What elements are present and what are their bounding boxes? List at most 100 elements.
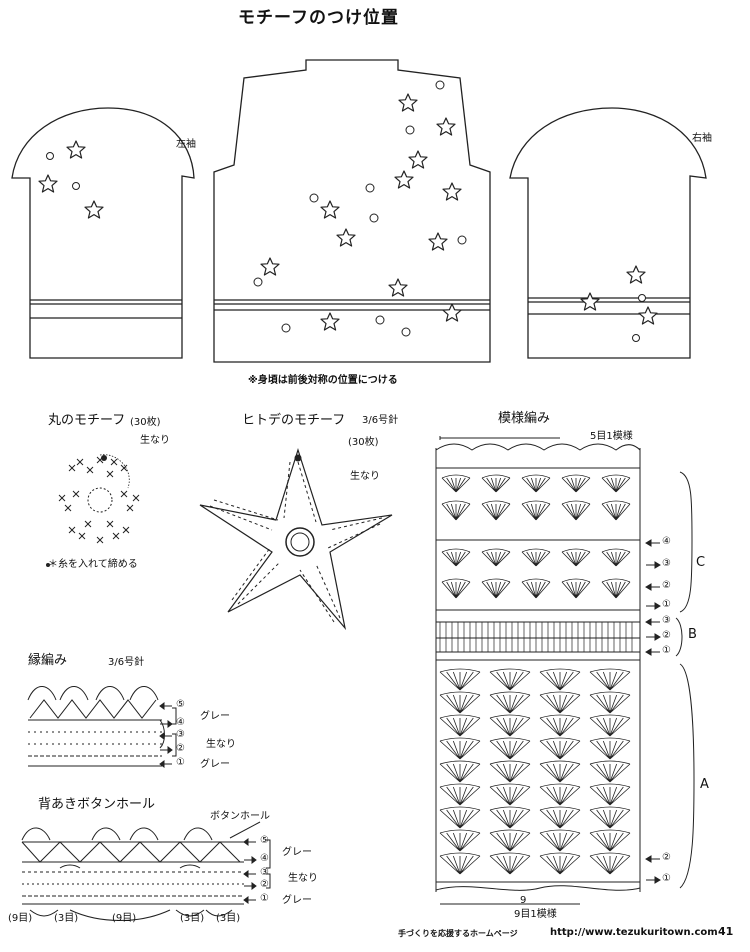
stitch-arc	[489, 737, 531, 742]
pattern-c-row-3: ③	[662, 558, 671, 569]
stitch-fan	[489, 740, 531, 760]
stitch-fan	[589, 786, 631, 806]
stitch-arc	[561, 474, 591, 479]
stitch-arc	[481, 500, 511, 505]
stitch-fan	[589, 855, 631, 875]
stitch-fan	[439, 855, 481, 875]
stitch-fan	[601, 581, 631, 599]
round-motif-count: (30枚)	[130, 417, 161, 428]
stitch-arc	[441, 548, 471, 553]
pattern-b-row-3: ③	[662, 615, 671, 626]
stitch-fan	[489, 809, 531, 829]
pattern-fans-c	[441, 474, 631, 599]
pattern-a-row-1: ①	[662, 873, 671, 884]
round-motif-note: ＊糸を入れて締める	[48, 559, 138, 570]
stitch-arc	[439, 714, 481, 719]
stitch-fan	[539, 855, 581, 875]
stitch-fan	[489, 786, 531, 806]
edging-color-mid: 生なり	[206, 739, 236, 750]
right-sleeve-piece	[509, 107, 707, 359]
section-brackets	[439, 436, 695, 905]
starfish-motif-chart	[199, 448, 393, 631]
stitch-arc	[439, 691, 481, 696]
stitch-arc	[561, 578, 591, 583]
stitch-fan	[481, 581, 511, 599]
stitch-arc	[439, 737, 481, 742]
stitch-fan	[489, 763, 531, 783]
section-c-label: C	[696, 555, 706, 570]
stitch-arc	[601, 548, 631, 553]
round-motif-yarn: 生なり	[140, 435, 170, 446]
pattern-repeat-top: 5目1模様	[590, 431, 633, 442]
buttonhole-row-4: ④	[260, 853, 269, 864]
pattern-fans-a	[439, 668, 631, 875]
right-sleeve-label: 右袖	[692, 133, 712, 144]
edging-row-3: ③	[176, 729, 185, 740]
stitch-arc	[589, 852, 631, 857]
stitch-fan	[589, 694, 631, 714]
stitch-arc	[439, 760, 481, 765]
edging-row-2: ②	[176, 743, 185, 754]
buttonhole-label: ボタンホール	[210, 811, 270, 822]
stitch-fan	[589, 763, 631, 783]
stitch-fan	[441, 581, 471, 599]
stitch-arc	[439, 806, 481, 811]
stitch-fan	[601, 551, 631, 567]
stitch-fan	[489, 717, 531, 737]
edging-color-bottom: グレー	[200, 759, 230, 770]
stitch-arc	[489, 852, 531, 857]
left-sleeve-label: 左袖	[176, 139, 196, 150]
buttonhole-row-3: ③	[260, 867, 269, 878]
pattern-ticks-b	[439, 622, 633, 652]
stitch-arc	[489, 714, 531, 719]
edging-needle: 3/6号針	[108, 657, 145, 668]
stitch-fan	[539, 694, 581, 714]
stitch-arc	[441, 578, 471, 583]
left-sleeve-motifs	[38, 140, 104, 219]
buttonhole-color-mid: 生なり	[288, 873, 318, 884]
stitch-arc	[589, 829, 631, 834]
stitch-fan	[439, 832, 481, 852]
stitch-arc	[539, 737, 581, 742]
page-number: 41	[718, 925, 734, 938]
stitch-fan	[539, 832, 581, 852]
buttonhole-count-2: (3目)	[54, 913, 79, 924]
buttonhole-row-5: ⑤	[260, 835, 269, 846]
pattern-row-arrows	[645, 539, 661, 884]
star-motif-yarn: 生なり	[350, 471, 380, 482]
edging-color-top: グレー	[200, 711, 230, 722]
buttonhole-count-5: (3目)	[216, 913, 241, 924]
footer-url[interactable]: http://www.tezukuritown.com	[550, 927, 718, 938]
stitch-fan	[589, 740, 631, 760]
stitch-arc	[539, 714, 581, 719]
pattern-b-row-1: ①	[662, 645, 671, 656]
stitch-arc	[539, 691, 581, 696]
buttonhole-chart	[21, 821, 271, 921]
stitch-fan	[439, 717, 481, 737]
stitch-arc	[601, 578, 631, 583]
stitch-fan	[489, 671, 531, 691]
buttonhole-row-2: ②	[260, 879, 269, 890]
stitch-fan	[539, 671, 581, 691]
stitch-fan	[521, 503, 551, 521]
star-motif-needle: 3/6号針	[362, 415, 399, 426]
footer-left-text: 手づくりを応援するホームページ	[398, 929, 518, 938]
stitch-arc	[589, 760, 631, 765]
stitch-fan	[539, 809, 581, 829]
edging-chart	[27, 686, 177, 767]
stitch-fan	[439, 694, 481, 714]
page-title: モチーフのつけ位置	[238, 8, 399, 28]
stitch-fan	[439, 671, 481, 691]
star-motif-title: ヒトデのモチーフ	[242, 413, 346, 428]
stitch-fan	[601, 503, 631, 521]
stitch-fan	[441, 503, 471, 521]
stitch-arc	[489, 829, 531, 834]
buttonhole-row-1: ①	[260, 893, 269, 904]
stitch-arc	[601, 500, 631, 505]
stitch-arc	[589, 691, 631, 696]
right-sleeve-motifs	[580, 265, 658, 342]
stitch-fan	[561, 477, 591, 493]
stitch-fan	[539, 740, 581, 760]
stitch-fan	[601, 477, 631, 493]
stitch-arc	[441, 500, 471, 505]
